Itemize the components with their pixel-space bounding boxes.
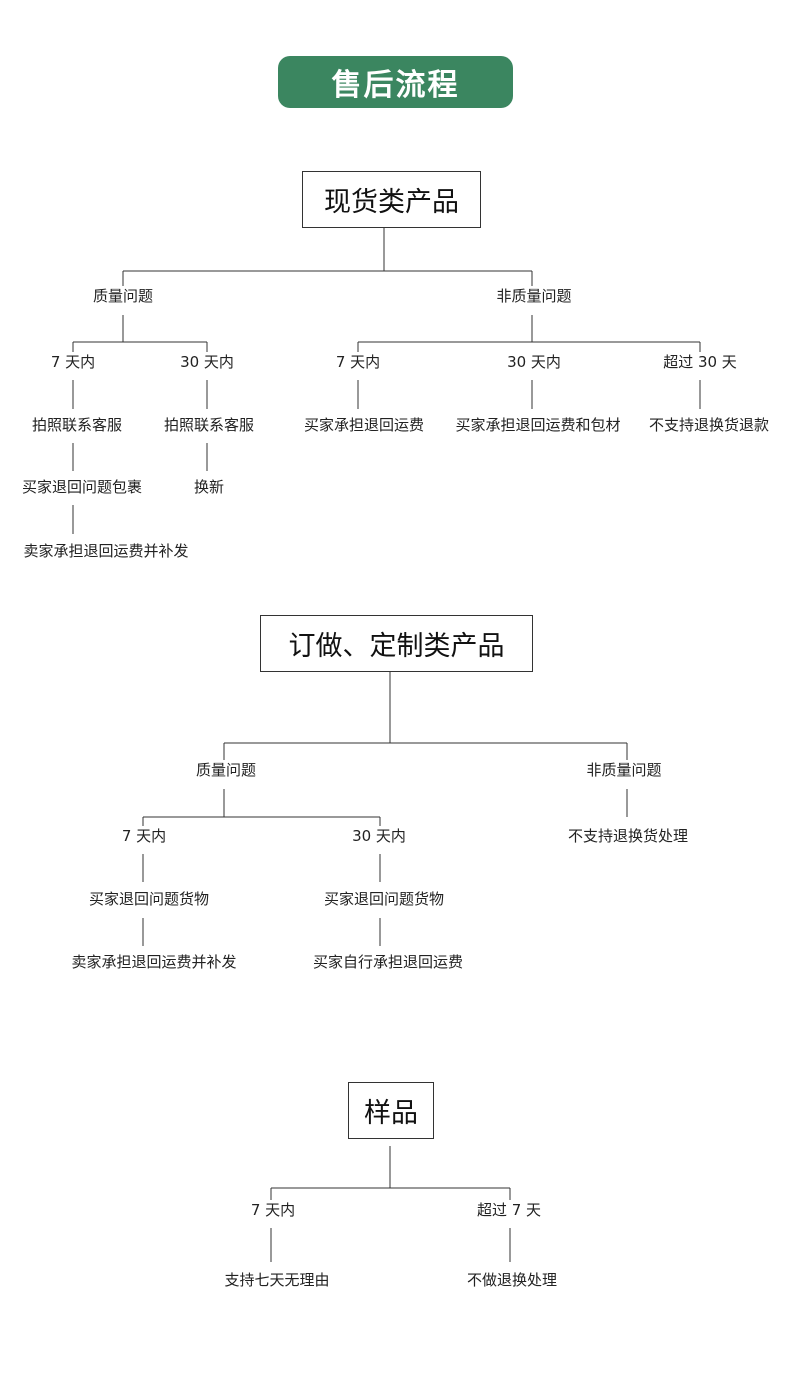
spot-quality-issue: 质量问题 [92,287,154,305]
spot-q7-step-3: 卖家承担退回运费并补发 [23,542,189,560]
spot-nqover30-step-1: 不支持退换货退款 [648,416,770,434]
title-banner: 售后流程 [278,56,513,108]
spot-non-quality-issue: 非质量问题 [496,287,572,305]
custom-quality-7days: 7 天内 [121,827,167,845]
spot-quality-7days: 7 天内 [50,353,96,371]
spot-q7-step-2: 买家退回问题包裹 [21,478,143,496]
custom-non-quality-issue: 非质量问题 [586,761,662,779]
sample-7days-step-1: 支持七天无理由 [224,1271,330,1289]
spot-nonquality-30days: 30 天内 [507,353,561,371]
sample-7days: 7 天内 [250,1201,296,1219]
spot-nonquality-7days: 7 天内 [335,353,381,371]
spot-nq7-step-1: 买家承担退回运费 [303,416,425,434]
spot-nq30-step-1: 买家承担退回运费和包材 [455,416,621,434]
spot-nonquality-over30days: 超过 30 天 [663,353,737,371]
sample-over7days-step-1: 不做退换处理 [466,1271,558,1289]
custom-quality-30days: 30 天内 [352,827,406,845]
spot-q30-step-2: 换新 [193,478,225,496]
section-custom-goods: 订做、定制类产品 [260,615,533,672]
custom-q30-step-2: 买家自行承担退回运费 [312,953,464,971]
section-samples: 样品 [348,1082,434,1139]
section-spot-goods: 现货类产品 [302,171,481,228]
spot-q30-step-1: 拍照联系客服 [163,416,255,434]
sample-over7days: 超过 7 天 [476,1201,542,1219]
custom-quality-issue: 质量问题 [195,761,257,779]
custom-q7-step-2: 卖家承担退回运费并补发 [71,953,237,971]
spot-q7-step-1: 拍照联系客服 [31,416,123,434]
custom-q7-step-1: 买家退回问题货物 [88,890,210,908]
spot-quality-30days: 30 天内 [180,353,234,371]
custom-q30-step-1: 买家退回问题货物 [323,890,445,908]
custom-nonquality-step-1: 不支持退换货处理 [567,827,689,845]
